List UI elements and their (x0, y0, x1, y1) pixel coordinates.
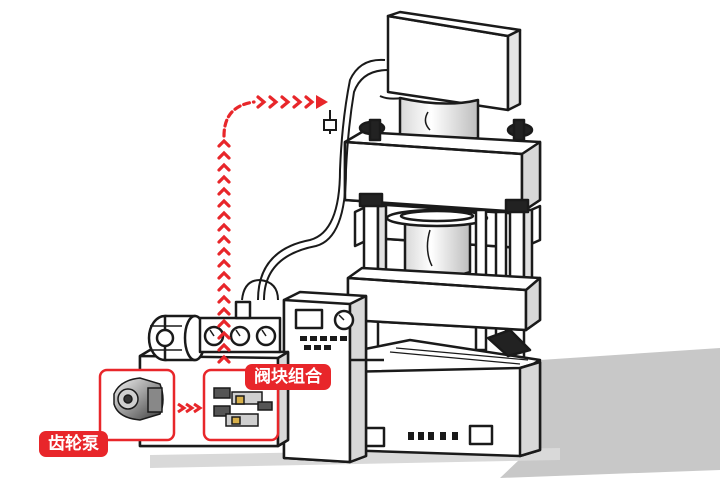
gear-pump-icon (113, 377, 164, 421)
hydraulic-press (338, 10, 542, 458)
electric-motor (147, 314, 207, 362)
control-buttons (300, 336, 347, 350)
valve-block-label: 阀块组合 (245, 364, 331, 390)
flow-arrow-pump-to-valve (177, 402, 203, 414)
flow-arrow-head (316, 95, 328, 109)
gear-pump-callout-box (98, 368, 176, 442)
gear-pump-label: 齿轮泵 (39, 431, 108, 457)
flow-arrow-valve-to-cylinder (217, 95, 315, 364)
control-screen (294, 308, 324, 330)
valve-block-icon (213, 387, 273, 427)
hydraulic-hoses (241, 58, 403, 301)
floor-shadow (500, 348, 720, 478)
